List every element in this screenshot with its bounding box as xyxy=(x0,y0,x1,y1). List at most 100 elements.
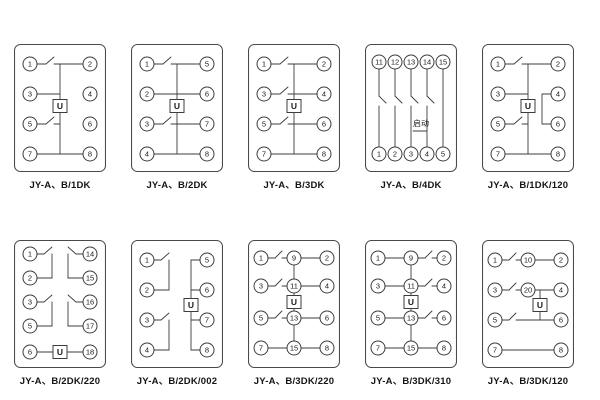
diagram-border xyxy=(482,44,574,172)
diagram-label: JY-A、B/3DK xyxy=(263,180,325,191)
terminal-16 xyxy=(82,294,98,310)
terminal-4 xyxy=(316,86,332,102)
terminal-number: 7 xyxy=(376,344,380,353)
wire xyxy=(508,282,517,291)
terminal-number: 3 xyxy=(496,90,500,99)
terminal-2 xyxy=(82,56,98,72)
terminal-10 xyxy=(520,252,536,268)
terminal-number: 6 xyxy=(28,348,32,357)
diagram-border xyxy=(14,44,106,172)
terminal-3 xyxy=(490,86,506,102)
terminal-13 xyxy=(286,310,302,326)
terminal-number: 3 xyxy=(493,286,497,295)
terminal-7 xyxy=(256,146,272,162)
wire xyxy=(508,312,517,321)
diagram-label: JY-A、B/2DK/220 xyxy=(19,376,101,387)
diagram-label: JY-A、B/1DK xyxy=(29,180,91,191)
terminal-number: 8 xyxy=(205,346,209,355)
terminal-20 xyxy=(520,282,536,298)
terminal-7 xyxy=(22,146,38,162)
terminal-4 xyxy=(419,146,435,162)
wire xyxy=(513,56,523,65)
terminal-7 xyxy=(253,340,269,356)
terminal-7 xyxy=(370,340,386,356)
terminal-number: 1 xyxy=(377,150,381,159)
terminal-number: 3 xyxy=(145,316,149,325)
terminal-number: 5 xyxy=(493,316,497,325)
terminal-number: 15 xyxy=(407,344,415,353)
terminal-number: 3 xyxy=(409,150,413,159)
terminal-number: 6 xyxy=(325,314,329,323)
wire xyxy=(513,116,523,125)
terminal-number: 1 xyxy=(493,256,497,265)
terminal-1 xyxy=(253,250,269,266)
diagram-label: JY-A、B/2DK/002 xyxy=(136,376,218,387)
terminal-number: 13 xyxy=(290,314,298,323)
wire xyxy=(162,116,172,125)
terminal-number: 20 xyxy=(524,286,532,295)
terminal-5 xyxy=(199,56,215,72)
terminal-13 xyxy=(403,310,419,326)
coil-U-label: U xyxy=(57,347,63,357)
wire xyxy=(424,278,433,287)
terminal-1 xyxy=(256,56,272,72)
terminal-1 xyxy=(371,146,387,162)
terminal-2 xyxy=(387,146,403,162)
wire xyxy=(426,95,435,104)
terminal-number: 2 xyxy=(145,90,149,99)
terminal-number: 7 xyxy=(496,150,500,159)
terminal-number: 5 xyxy=(28,120,32,129)
terminal-15 xyxy=(435,54,451,70)
terminal-8 xyxy=(319,340,335,356)
terminal-number: 6 xyxy=(442,314,446,323)
wire xyxy=(274,278,283,287)
wire xyxy=(410,95,419,104)
terminal-8 xyxy=(316,146,332,162)
terminal-2 xyxy=(139,86,155,102)
terminal-3 xyxy=(22,294,38,310)
terminal-number: 5 xyxy=(376,314,380,323)
terminal-number: 2 xyxy=(442,254,446,263)
terminal-6 xyxy=(82,116,98,132)
terminal-8 xyxy=(199,146,215,162)
terminal-5 xyxy=(199,252,215,268)
terminal-1 xyxy=(490,56,506,72)
terminal-4 xyxy=(139,146,155,162)
terminal-2 xyxy=(319,250,335,266)
terminal-number: 5 xyxy=(28,322,32,331)
terminal-4 xyxy=(436,278,452,294)
terminal-3 xyxy=(139,312,155,328)
coil-U-label: U xyxy=(525,101,531,111)
terminal-6 xyxy=(199,86,215,102)
terminal-number: 11 xyxy=(375,58,383,67)
wire xyxy=(45,56,55,65)
terminal-number: 6 xyxy=(88,120,92,129)
terminal-number: 1 xyxy=(259,254,263,263)
terminal-number: 6 xyxy=(205,90,209,99)
terminal-number: 5 xyxy=(262,120,266,129)
terminal-15 xyxy=(82,270,98,286)
wire xyxy=(424,250,433,259)
terminal-number: 5 xyxy=(205,60,209,69)
wire xyxy=(67,246,77,255)
terminal-7 xyxy=(199,312,215,328)
terminal-11 xyxy=(371,54,387,70)
terminal-number: 5 xyxy=(496,120,500,129)
terminal-number: 7 xyxy=(205,120,209,129)
terminal-number: 5 xyxy=(205,256,209,265)
diagram-border xyxy=(248,44,340,172)
diagram-label: JY-A、B/3DK/120 xyxy=(487,376,569,387)
terminal-number: 6 xyxy=(205,286,209,295)
terminal-2 xyxy=(436,250,452,266)
terminal-number: 8 xyxy=(556,150,560,159)
terminal-number: 11 xyxy=(290,282,298,291)
coil-U-box xyxy=(169,99,185,113)
wire xyxy=(274,250,283,259)
terminal-number: 3 xyxy=(28,90,32,99)
terminal-2 xyxy=(553,252,569,268)
